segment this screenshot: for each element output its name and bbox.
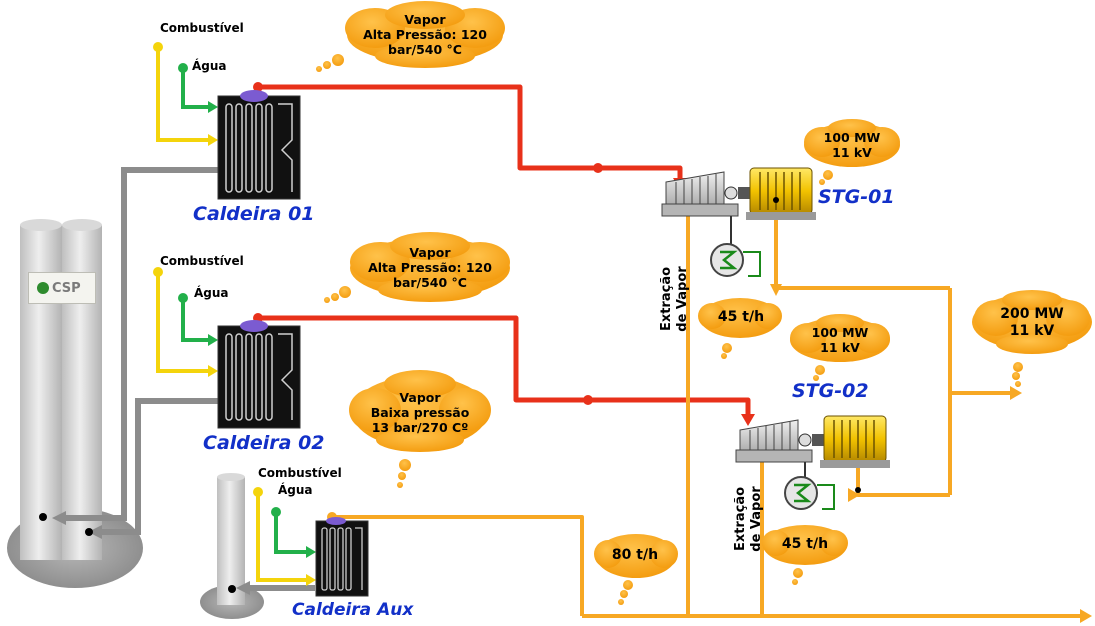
stg-02-caption: STG-02 [792, 380, 869, 402]
stg-01-flow-text: 45 t/h [717, 309, 765, 325]
aux-flow-text: 80 t/h [611, 547, 659, 563]
exhaust-lines [64, 167, 315, 591]
caldeira-01-caption: Caldeira 01 [193, 203, 315, 225]
caldeira-01-agua-label: Água [192, 59, 227, 73]
cloud-flow-aux [594, 534, 678, 605]
total-power-text: 200 MW 11 kV [1000, 306, 1064, 339]
stg-02-turbine [735, 419, 824, 463]
caldeira-aux-agua-label: Água [278, 483, 313, 497]
caldeira-02-body [217, 320, 301, 429]
cloud-power-total [972, 290, 1092, 387]
caldeira-aux-body [315, 517, 369, 597]
hp-steam-lines [258, 84, 751, 418]
cloud-steam-c02 [324, 232, 510, 303]
caldeira-02-caption: Caldeira 02 [203, 432, 325, 454]
cloud-flow-stg01 [698, 298, 782, 359]
csp-leaf-icon [37, 282, 49, 294]
info-clouds [316, 1, 1092, 605]
stg-01-condenser [710, 216, 761, 277]
stg-01-power-text: 100 MW 11 kV [823, 130, 881, 160]
stg-01-caption: STG-01 [818, 186, 895, 208]
input-lines [156, 47, 308, 582]
cloud-steam-c02-text: Vapor Alta Pressão: 120 bar/540 °C [368, 245, 492, 290]
stg-02-power-text: 100 MW 11 kV [811, 325, 869, 355]
input-markers [153, 42, 316, 586]
stg-02-flow-text: 45 t/h [781, 536, 829, 552]
cloud-power-stg02 [790, 314, 890, 381]
stg-01-extraction-label: Extração de Vapor [659, 266, 690, 332]
caldeira-aux-combustivel-label: Combustível [258, 466, 342, 480]
stg-01-turbine [661, 171, 750, 217]
caldeira-aux-caption: Caldeira Aux [292, 600, 414, 620]
cloud-steam-aux-text: Vapor Baixa pressão 13 bar/270 Cº [370, 390, 470, 435]
cloud-power-stg01 [804, 119, 900, 185]
caldeira-02-agua-label: Água [194, 286, 229, 300]
cloud-flow-stg02 [762, 525, 848, 585]
stg-02-generator [820, 415, 890, 493]
cloud-steam-c01 [316, 1, 505, 72]
stg-02-condenser [784, 462, 835, 510]
cloud-steam-c01-text: Vapor Alta Pressão: 120 bar/540 °C [363, 12, 487, 57]
stg-01-generator [746, 167, 816, 220]
cloud-steam-aux [349, 370, 491, 488]
caldeira-01-body [217, 90, 301, 200]
caldeira-01-combustivel-label: Combustível [160, 21, 244, 35]
caldeira-02-combustivel-label: Combustível [160, 254, 244, 268]
csp-logo: CSP [28, 272, 96, 304]
stg-02-extraction-label: Extração de Vapor [733, 486, 764, 552]
